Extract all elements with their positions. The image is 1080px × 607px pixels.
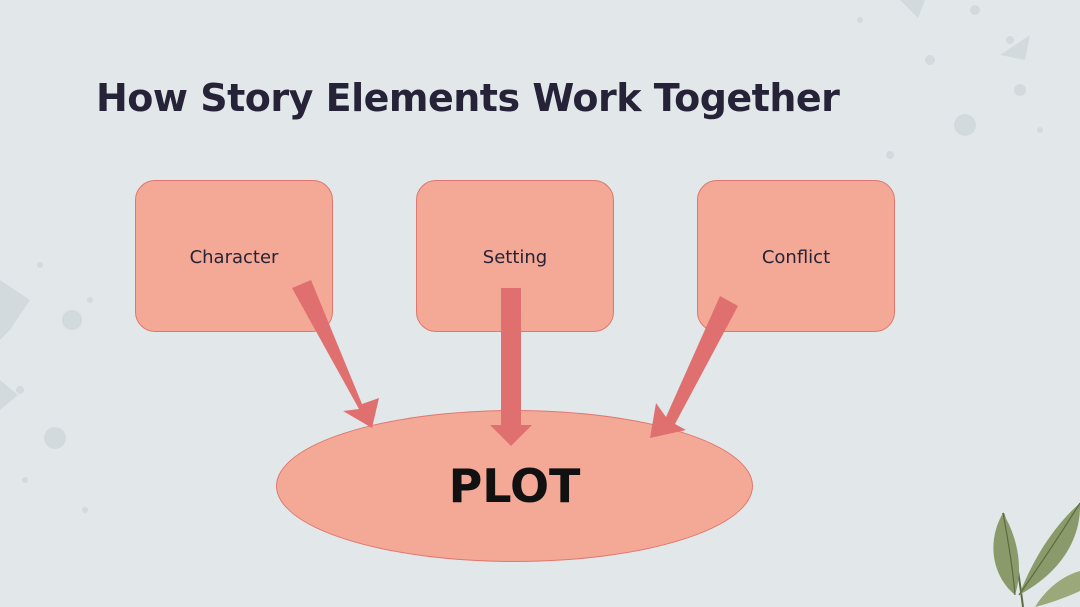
setting-label: Setting bbox=[482, 247, 548, 268]
plot-ellipse: PLOT bbox=[276, 410, 753, 562]
conflict-label: Conflict bbox=[761, 247, 831, 268]
setting-box: Setting bbox=[416, 180, 614, 332]
conflict-box: Conflict bbox=[697, 180, 895, 332]
leaf-icon bbox=[993, 502, 1080, 607]
character-label: Character bbox=[189, 247, 279, 268]
page-title: How Story Elements Work Together bbox=[96, 76, 840, 120]
plot-label: PLOT bbox=[448, 459, 581, 513]
character-box: Character bbox=[135, 180, 333, 332]
